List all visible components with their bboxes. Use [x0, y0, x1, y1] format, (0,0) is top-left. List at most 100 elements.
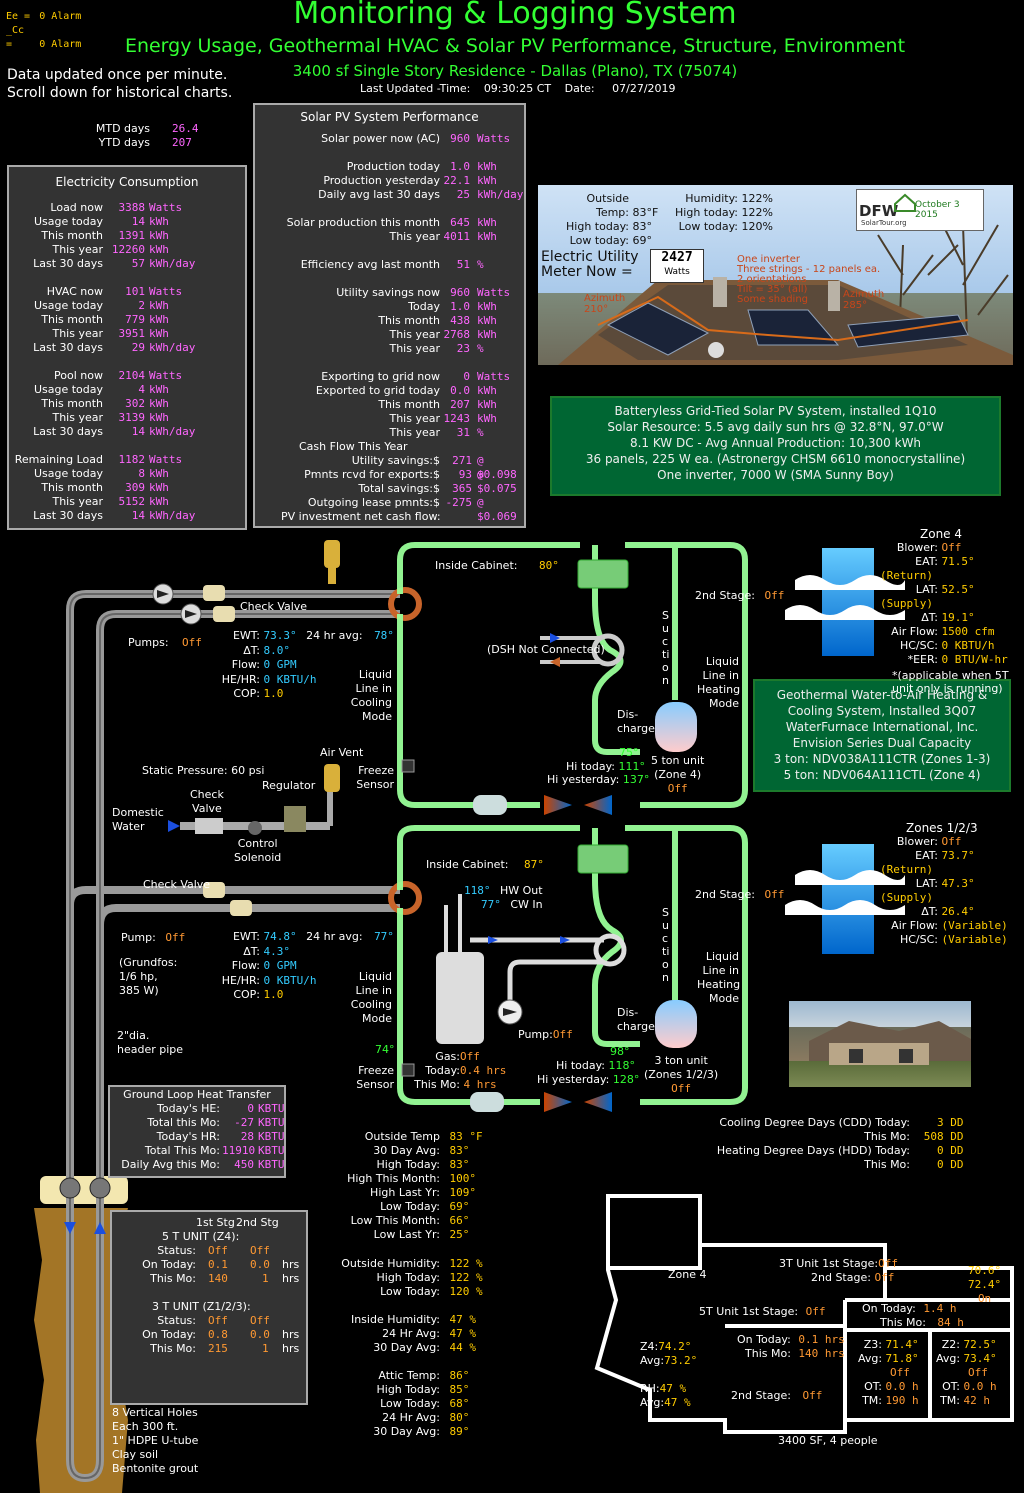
u3-liquid-cooling: Liquid Line in Cooling Mode	[350, 970, 392, 1025]
u5-liquid-heating: Liquid Line in Heating Mode	[697, 655, 741, 710]
fp-3t-1st: 3T Unit 1st Stage:Off	[779, 1257, 899, 1270]
static-pressure: Static Pressure: 60 psi	[142, 764, 265, 777]
fp-z4-temp: Z4:74.2°Avg:73.2°	[640, 1340, 698, 1367]
header-pipe-note: 2"dia.header pipe	[117, 1029, 184, 1056]
zone123-readout: Zones 1/2/3 Blower: Off EAT: 73.7°(Retur…	[880, 821, 1008, 946]
u3-discharge-temp: 98°	[610, 1045, 630, 1058]
ground-loop-title: Ground Loop Heat Transfer	[123, 1088, 271, 1101]
regulator-label: Regulator	[262, 779, 316, 792]
loop-bottom-readings: EWT: 74.8° 24 hr avg: 77° ΔT: 4.3° Flow:…	[221, 930, 394, 1001]
last-updated: Last Updated -Time: 09:30:25 CT Date: 07…	[360, 82, 676, 95]
house-solar-photo: Outside Temp: 83°F High today: 83° Low t…	[538, 185, 1013, 365]
alarm-ee: Ee = 0 Alarm	[6, 11, 82, 22]
gas-readout: Gas:Off Today:0.4 hrs This Mo: 4 hrs	[414, 1050, 507, 1091]
fp-z2: Z2: 72.5° Avg: 73.4° Off OT: 0.0 h TM: 4…	[936, 1338, 997, 1407]
weather-row: High Today: 83°	[376, 1158, 470, 1171]
u3-hi-yest: Hi yesterday: 128°	[537, 1073, 640, 1086]
loop-top-readings: EWT: 73.3° 24 hr avg: 78° ΔT: 8.0° Flow:…	[221, 629, 394, 700]
u5-discharge: Dis-charge	[617, 708, 655, 735]
weather-row: Inside Humidity: 47 %	[350, 1313, 476, 1326]
u3-hi-today: Hi today: 118°	[556, 1059, 636, 1072]
house-front-photo	[789, 1001, 971, 1087]
u5-discharge-temp: 75°	[619, 746, 639, 759]
u3-liquid-temp: 74°	[375, 1043, 395, 1056]
fp-rh: RH:47 %Avg:47 %	[640, 1382, 691, 1409]
fp-caption: 3400 SF, 4 people	[778, 1434, 878, 1447]
u5-freeze: Freeze Sensor	[356, 764, 394, 791]
fp-3t-2nd: 2nd Stage: Off	[811, 1271, 895, 1284]
photo-weather-readout: Outside Temp: 83°F High today: 83° Low t…	[566, 192, 659, 247]
fp-5t-2nd: 2nd Stage: Off	[731, 1389, 823, 1402]
pv-system-info: Batteryless Grid-Tied Solar PV System, i…	[550, 396, 1001, 496]
weather-row: Outside Humidity: 122 %	[341, 1257, 483, 1270]
weather-row: Low This Month: 66°	[350, 1214, 470, 1227]
hw-out: 118° HW Out	[464, 884, 543, 897]
weather-row: 24 Hr Avg: 80°	[382, 1411, 470, 1424]
weather-row: 30 Day Avg: 89°	[373, 1425, 470, 1438]
check-valve-top-label: Check Valve	[240, 600, 308, 613]
u3-second-stage: 2nd Stage: Off	[695, 888, 785, 901]
weather-row: High This Month: 100°	[347, 1172, 476, 1185]
weather-row: Low Today: 120 %	[380, 1285, 483, 1298]
fp-5t-1st: 5T Unit 1st Stage: Off	[699, 1305, 826, 1318]
u5-hi-today: Hi today: 111°	[566, 760, 646, 773]
pump-label: Pump: Off	[121, 931, 186, 944]
u5-second-stage: 2nd Stage: Off	[695, 589, 785, 602]
fp-z3: Z3: 71.4° Avg: 71.8° Off OT: 0.0 h TM: 1…	[858, 1338, 919, 1407]
cash-row: Total savings:$365	[358, 482, 472, 495]
cash-row: Pmnts rcvd for exports:$93@ $0.075	[304, 468, 517, 495]
cash-row: Outgoing lease pmnts:$-275@ $0.069	[307, 496, 517, 523]
u5-dsh-label: (DSH Not Connected)	[487, 643, 605, 656]
weather-row: 24 Hr Avg: 47 %	[382, 1327, 476, 1340]
u3-pump: Pump:Off	[518, 1028, 573, 1041]
dfw-logo: DFW October 3 2015 SolarTour.org	[856, 189, 984, 231]
u5-suction-label: Suction	[662, 609, 670, 687]
u3-cabinet: Inside Cabinet: 87°	[426, 858, 544, 871]
solar-title: Solar PV System Performance	[300, 110, 479, 124]
weather-row: Outside Temp 83 °F	[364, 1130, 483, 1143]
weather-row: High Today: 85°	[376, 1383, 470, 1396]
weather-row: Low Today: 68°	[380, 1397, 470, 1410]
electricity-title: Electricity Consumption	[55, 175, 199, 189]
u3-freeze: Freeze Sensor	[356, 1064, 394, 1091]
trees-graphic	[558, 214, 1013, 365]
geothermal-info: Geothermal Water-to-Air Heating &Cooling…	[753, 679, 1011, 792]
